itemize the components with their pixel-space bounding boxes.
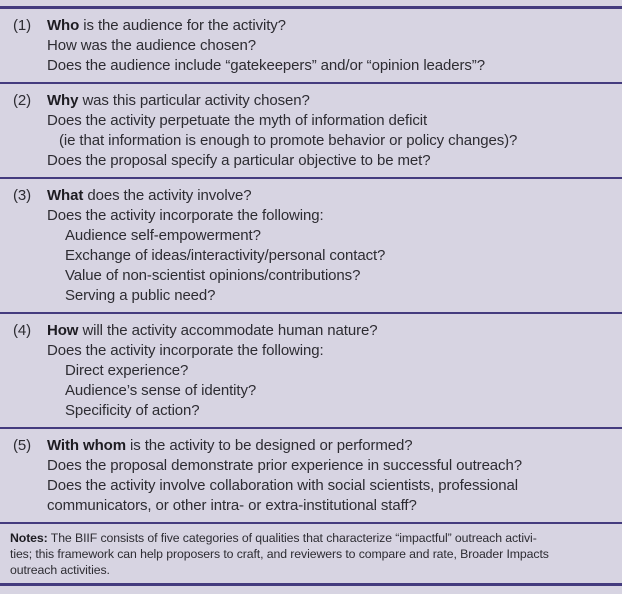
question-line: Does the proposal specify a particular o… [47, 152, 431, 169]
question-line: Does the proposal demonstrate prior expe… [47, 457, 522, 474]
question-text: will the activity accommodate human natu… [82, 322, 378, 339]
question-text: is the audience for the activity? [83, 17, 286, 34]
keyword: How [47, 322, 79, 339]
section-divider [0, 312, 622, 314]
question-line: Exchange of ideas/interactivity/personal… [65, 247, 386, 264]
question-line: Does the activity incorporate the follow… [47, 342, 324, 359]
note-line: Notes: The BIIF consists of five categor… [10, 530, 614, 546]
notes-block: Notes: The BIIF consists of five categor… [0, 524, 622, 583]
section-number: (2) [13, 92, 32, 109]
question-line: Does the activity involve collaboration … [47, 477, 518, 494]
question-line: Audience self-empowerment? [65, 227, 261, 244]
notes-label: Notes: [10, 531, 48, 545]
keyword: Who [47, 17, 80, 34]
question-line: With whom is the activity to be designed… [47, 436, 616, 456]
section-divider [0, 522, 622, 524]
question-line: How will the activity accommodate human … [47, 321, 616, 341]
keyword: Why [47, 92, 79, 109]
question-line: What does the activity involve? [47, 186, 616, 206]
keyword: What [47, 187, 84, 204]
question-text: does the activity involve? [87, 187, 252, 204]
question-line: Audience’s sense of identity? [65, 382, 257, 399]
section-divider [0, 82, 622, 84]
question-line: communicators, or other intra- or extra-… [47, 497, 417, 514]
section-number: (3) [13, 187, 32, 204]
section-4: (4) How will the activity accommodate hum… [0, 314, 622, 427]
question-line: Direct experience? [65, 362, 189, 379]
section-number: (1) [13, 17, 32, 34]
note-line: ties; this framework can help proposers … [10, 547, 549, 561]
notes-text: Notes: The BIIF consists of five categor… [10, 530, 614, 578]
section-2: (2) Why was this particular activity chos… [0, 84, 622, 177]
section-number: (4) [13, 322, 32, 339]
question-text: was this particular activity chosen? [82, 92, 310, 109]
top-rule [0, 6, 622, 9]
section-3: (3)What does the activity involve?Does t… [0, 179, 622, 312]
question-line: Does the activity incorporate the follow… [47, 207, 324, 224]
section-divider [0, 427, 622, 429]
question-sections: (1) Who is the audience for the activity?… [0, 9, 622, 524]
question-line: Does the activity perpetuate the myth of… [47, 112, 428, 129]
question-text: is the activity to be designed or perfor… [130, 437, 413, 454]
question-line: Value of non-scientist opinions/contribu… [65, 267, 361, 284]
section-divider [0, 177, 622, 179]
bottom-rule [0, 583, 622, 586]
question-line: Serving a public need? [65, 287, 216, 304]
note-line: outreach activities. [10, 563, 110, 577]
keyword: With whom [47, 437, 126, 454]
question-line: Who is the audience for the activity? [47, 16, 616, 36]
section-number: (5) [13, 437, 32, 454]
question-line: (ie that information is enough to promot… [59, 132, 518, 149]
note-text: The BIIF consists of five categories of … [50, 531, 537, 545]
question-line: Why was this particular activity chosen? [47, 91, 616, 111]
question-line: Specificity of action? [65, 402, 200, 419]
section-5: (5) With whom is the activity to be desig… [0, 429, 622, 522]
question-line: Does the audience include “gatekeepers” … [47, 57, 485, 74]
section-1: (1) Who is the audience for the activity?… [0, 9, 622, 82]
question-line: How was the audience chosen? [47, 37, 257, 54]
